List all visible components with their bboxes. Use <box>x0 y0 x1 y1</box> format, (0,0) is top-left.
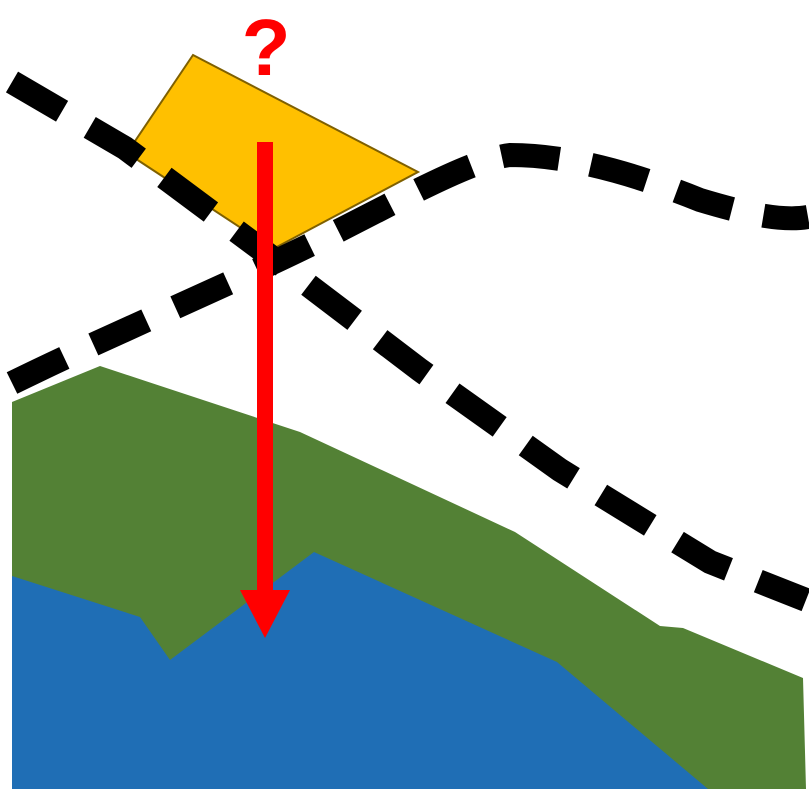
question-mark: ? <box>242 3 291 92</box>
